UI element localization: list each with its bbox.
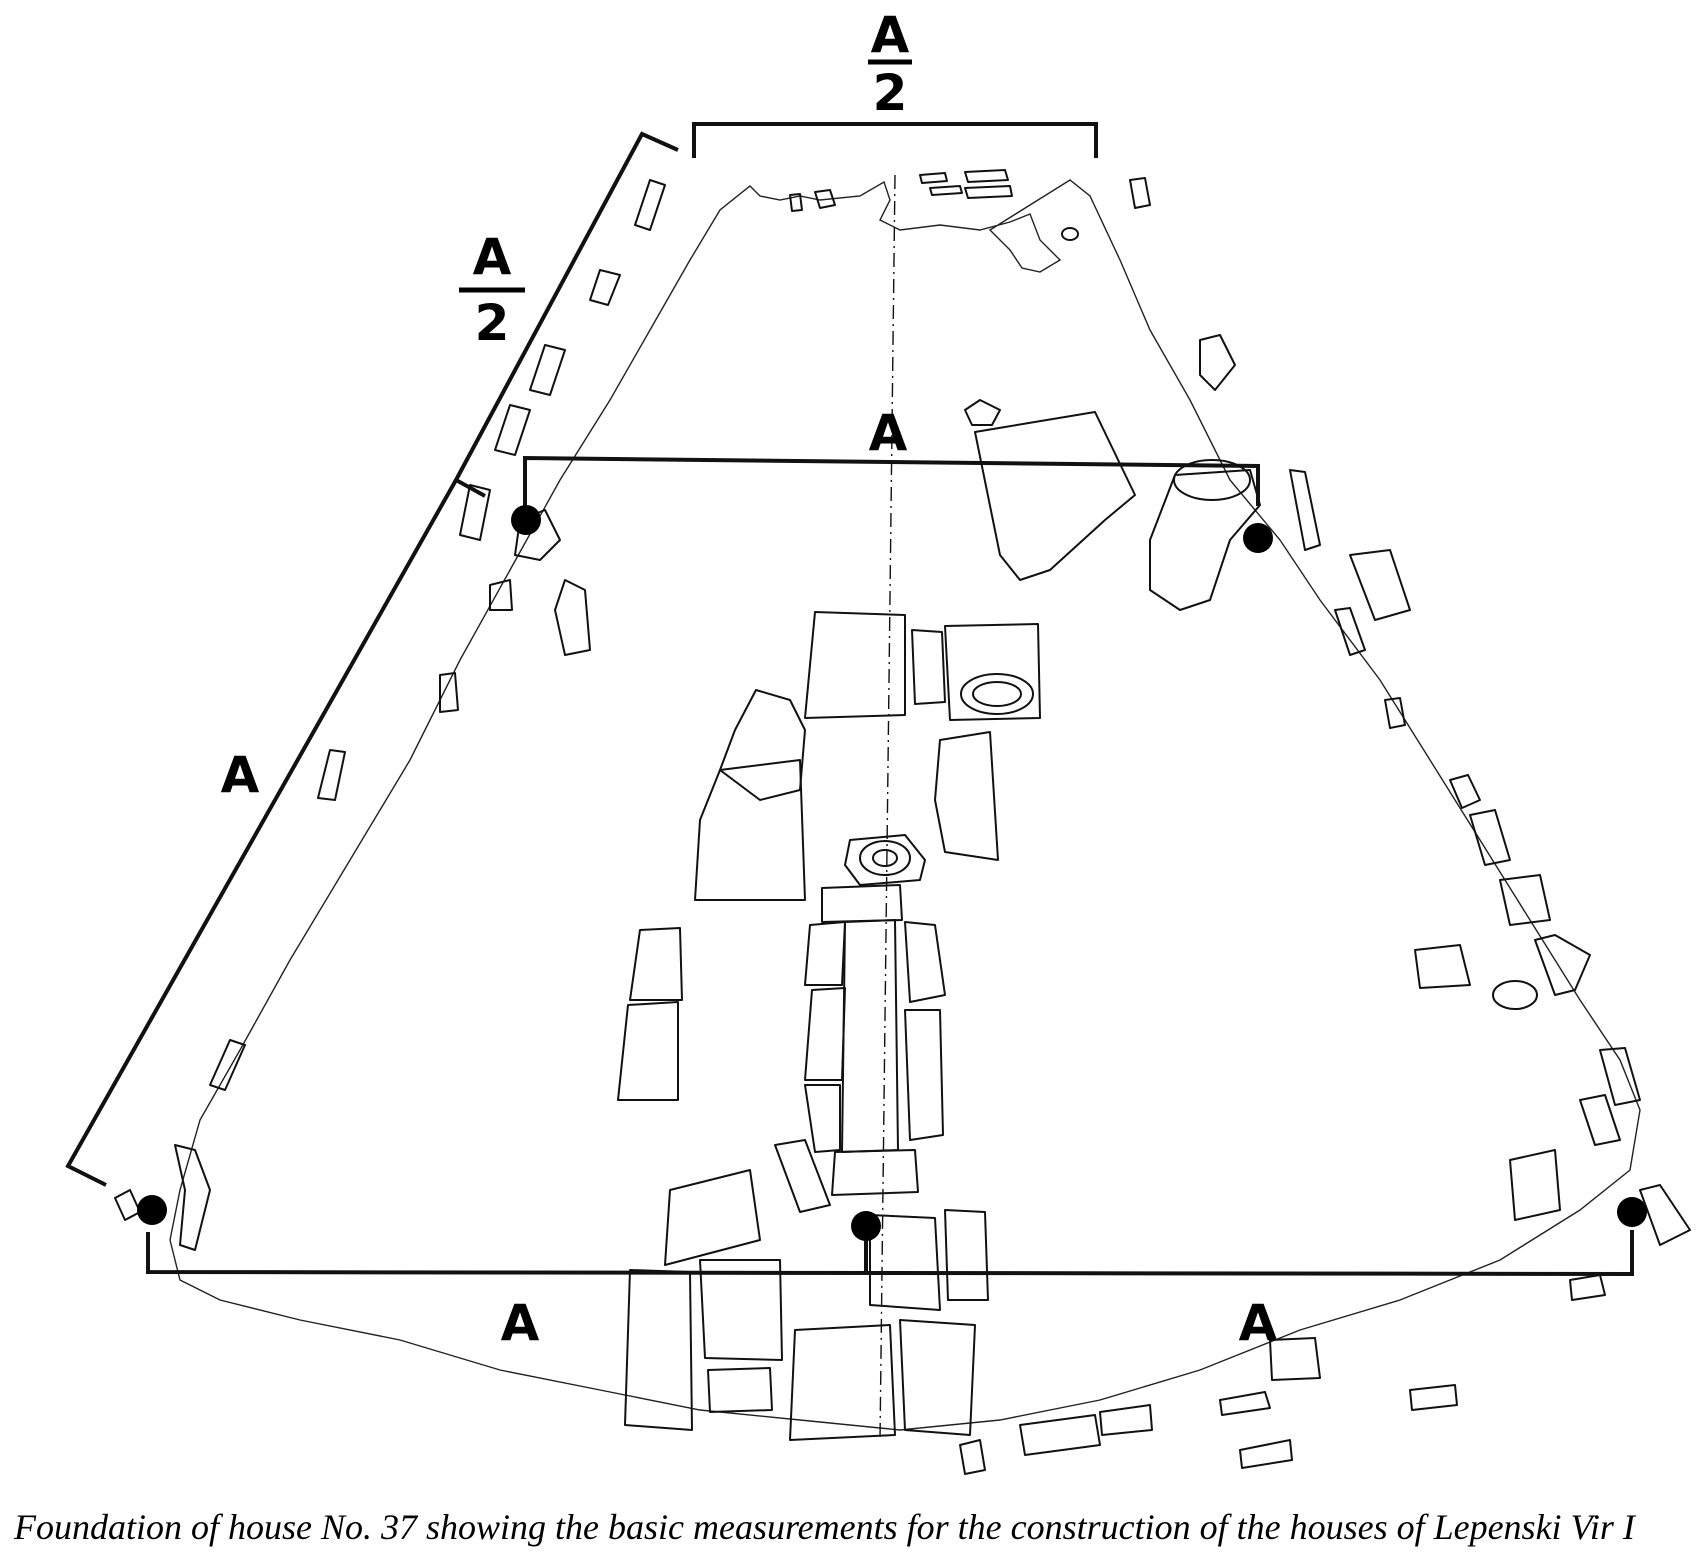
point-bottom-left	[137, 1195, 167, 1225]
label-top-fraction-denominator: 2	[873, 64, 908, 122]
figure-caption: Foundation of house No. 37 showing the b…	[14, 1507, 1635, 1547]
small-stone-top-mid	[964, 399, 1001, 426]
top-edge-stones	[789, 169, 1079, 241]
label-left-fraction-numerator: A	[473, 228, 512, 286]
left-lower-line	[65, 479, 458, 1187]
point-bottom-center	[851, 1211, 881, 1241]
bottom-width-line	[146, 1230, 1634, 1277]
point-bottom-right	[1617, 1197, 1647, 1227]
foundation-outline	[169, 179, 1641, 1431]
reference-points	[137, 505, 1647, 1241]
central-axis	[879, 174, 896, 1441]
point-right-middle	[1243, 523, 1273, 553]
measurement-lines	[65, 122, 1634, 1277]
label-left-side: A	[221, 746, 260, 804]
label-bottom-right: A	[1239, 1294, 1278, 1352]
label-top-fraction-numerator: A	[871, 6, 910, 64]
label-middle-width: A	[869, 404, 908, 462]
stone-cluster-right	[1149, 469, 1261, 611]
right-wall-stones	[1129, 177, 1691, 1301]
label-left-fraction-denominator: 2	[475, 294, 510, 352]
large-stone-top-right	[974, 411, 1136, 581]
left-wall-stones	[114, 179, 666, 1251]
label-bottom-left: A	[501, 1294, 540, 1352]
left-outer-line	[453, 131, 679, 498]
bottom-paving-stones	[624, 1139, 1458, 1475]
top-half-bracket	[692, 122, 1098, 158]
middle-width-line	[523, 455, 1260, 512]
point-left-middle	[511, 505, 541, 535]
measurement-labels: A 2 A 2 A A A A	[221, 6, 1278, 1352]
round-stone-right	[1173, 459, 1251, 501]
central-stone-cluster	[617, 611, 1041, 1196]
